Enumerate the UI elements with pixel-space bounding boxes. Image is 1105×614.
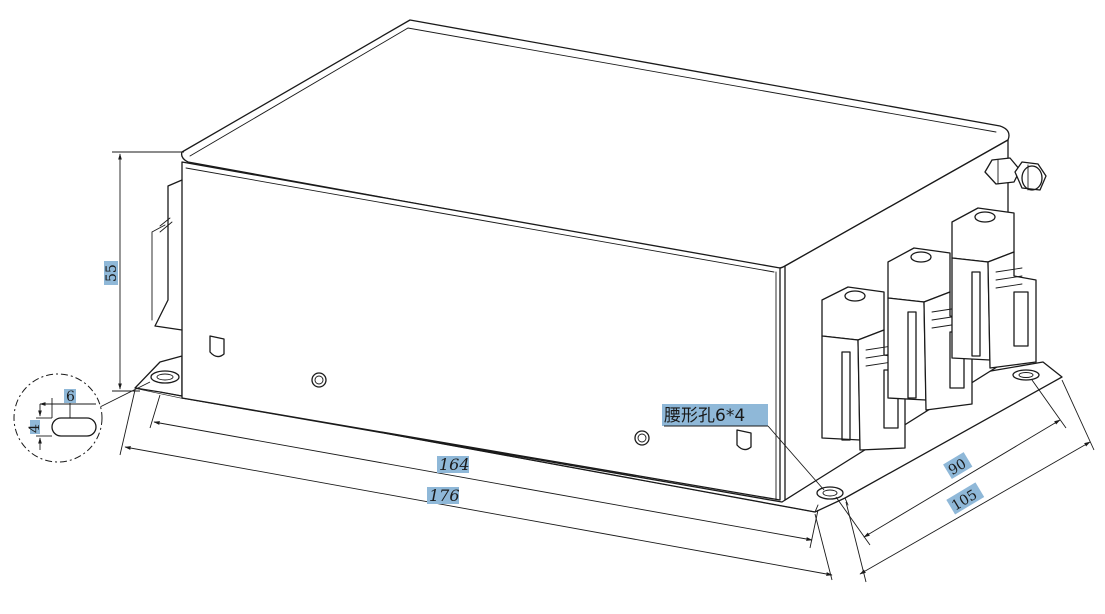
slot-note: 腰形孔6*4 [662,404,825,491]
left-slot [150,370,180,384]
slot-detail-view: 6 4 [13,373,151,463]
inner-length-label: 164 [439,455,470,474]
outer-length-label: 176 [429,486,460,505]
height-label: 55 [104,264,120,282]
detail-width-label: 6 [66,389,75,405]
dimension-height: 55 [104,151,184,392]
terminal-block-3 [951,207,1037,369]
dimension-outer-length: 176 [119,389,833,581]
detail-height-label: 4 [27,424,43,433]
ground-stud [984,157,1047,191]
slot-note-label: 腰形孔6*4 [664,406,745,426]
